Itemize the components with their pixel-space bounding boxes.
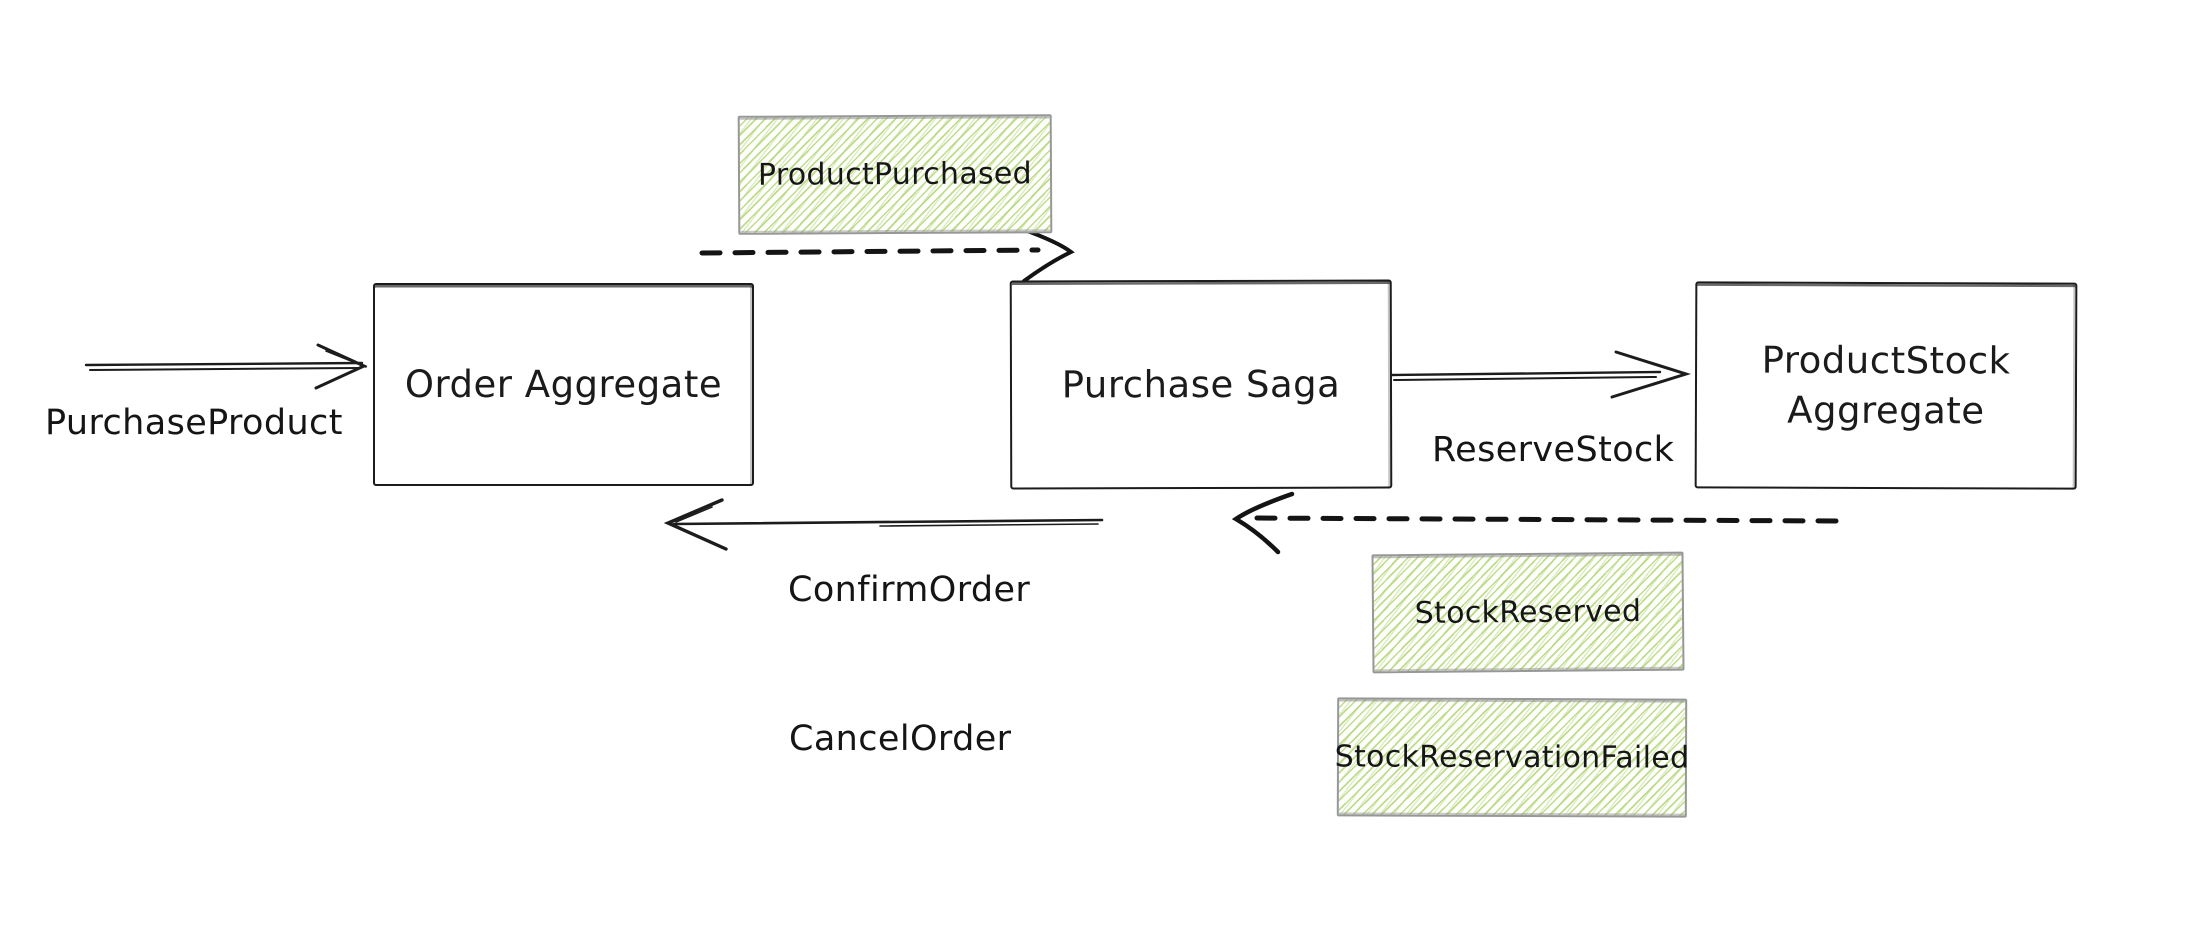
product-purchased-event[interactable]: ProductPurchased: [737, 114, 1053, 235]
stock-reservation-failed-label: StockReservationFailed: [1334, 739, 1690, 776]
order-aggregate-node[interactable]: Order Aggregate: [373, 283, 754, 486]
productstock-aggregate-node[interactable]: ProductStock Aggregate: [1694, 281, 2078, 490]
reserve-stock-command-label[interactable]: ReserveStock: [1432, 430, 1675, 470]
product-purchased-label: ProductPurchased: [757, 156, 1033, 193]
product-purchased-arrow[interactable]: [699, 227, 1075, 283]
purchase-product-arrow[interactable]: [84, 343, 368, 390]
confirm-order-arrow[interactable]: [663, 498, 1104, 551]
confirm-order-command-label[interactable]: ConfirmOrder: [788, 570, 1031, 610]
purchase-saga-label: Purchase Saga: [1061, 362, 1341, 406]
stock-result-arrow[interactable]: [1231, 491, 1839, 555]
stock-reservation-failed-event[interactable]: StockReservationFailed: [1334, 697, 1690, 818]
cancel-order-command-label[interactable]: CancelOrder: [789, 719, 1012, 759]
order-aggregate-label: Order Aggregate: [404, 362, 723, 406]
productstock-aggregate-label: ProductStock Aggregate: [1761, 338, 2011, 432]
stock-reserved-label: StockReserved: [1414, 594, 1642, 631]
purchase-product-command-label[interactable]: PurchaseProduct: [45, 403, 343, 443]
purchase-saga-node[interactable]: Purchase Saga: [1009, 279, 1393, 490]
stock-reserved-event[interactable]: StockReserved: [1371, 551, 1685, 674]
reserve-stock-arrow[interactable]: [1390, 350, 1692, 399]
